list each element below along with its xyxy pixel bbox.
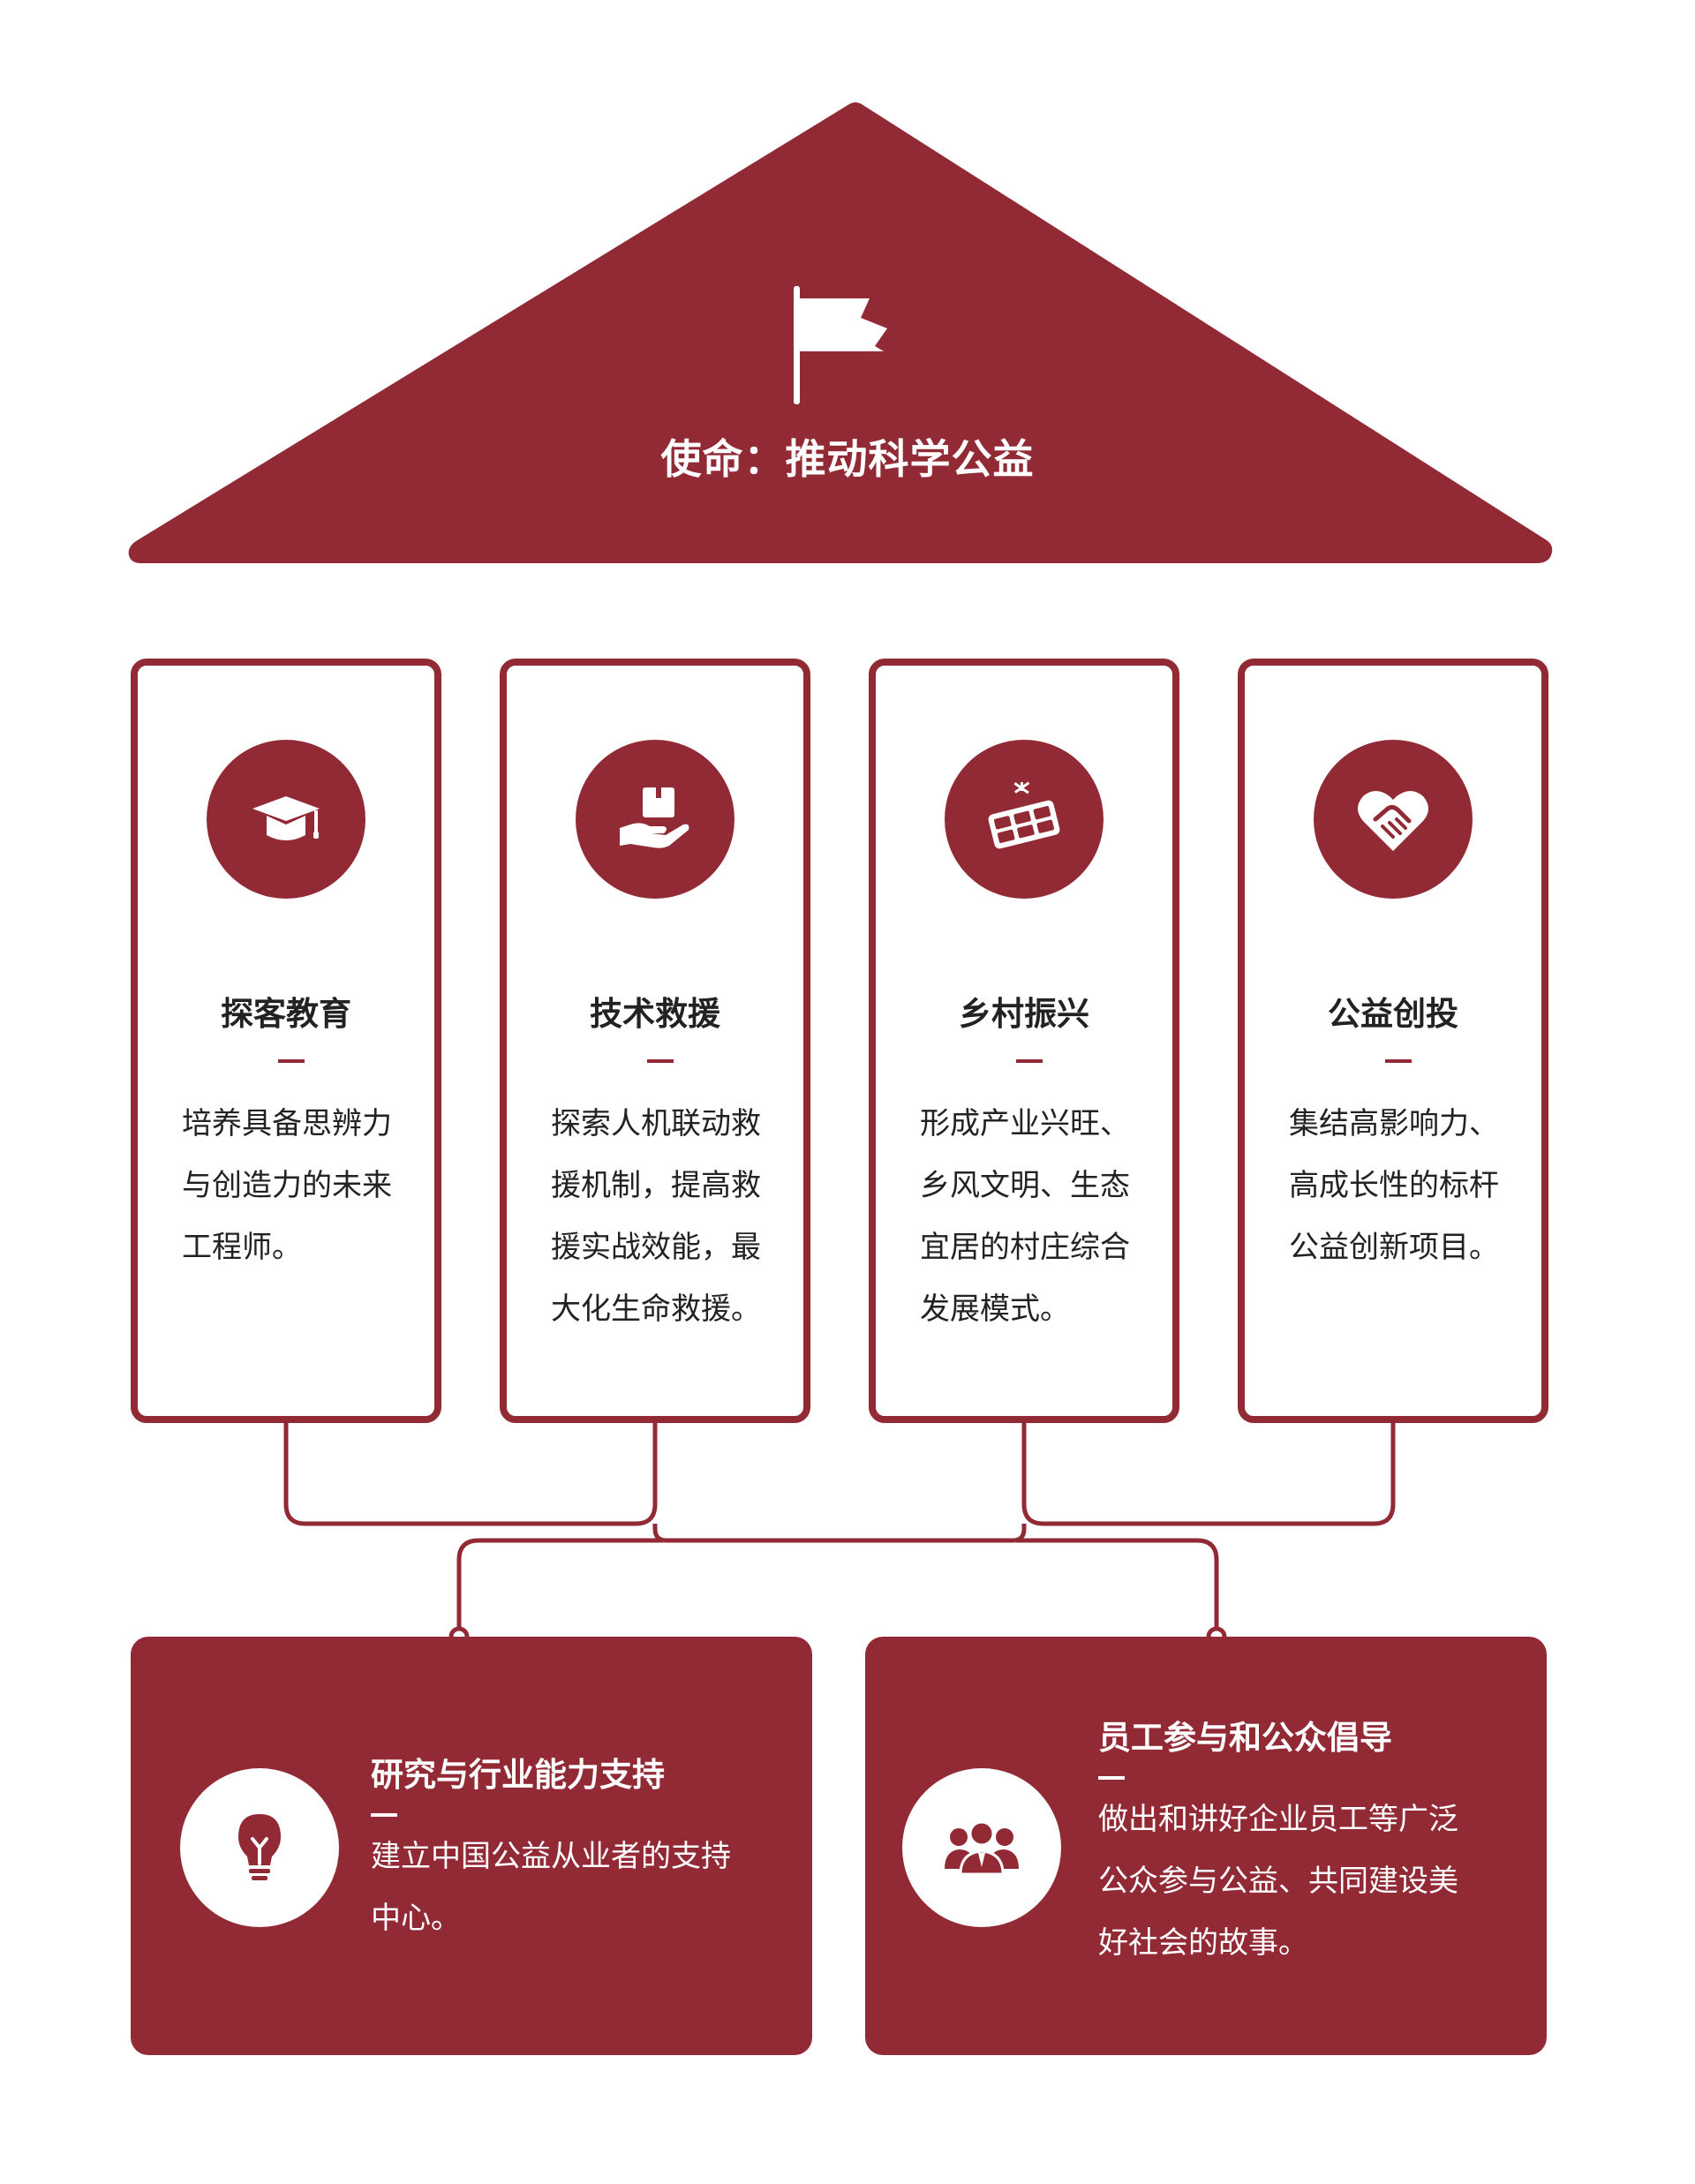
pillar-technical-rescue: 技术救援 探索人机联动救 援机制，提高救 援实战效能，最 大化生命救援。	[500, 659, 810, 1423]
connector-drop-left	[456, 1538, 663, 1637]
title-divider	[1385, 1059, 1412, 1063]
pillar-philanthropy-venture: 公益创投 集结高影响力、 高成长性的标杆 公益创新项目。	[1238, 659, 1548, 1423]
connector-right-pair	[1021, 1423, 1396, 1526]
description-line: 公益创新项目。	[1289, 1230, 1499, 1265]
pillar-title: 公益创投	[1328, 995, 1458, 1033]
foundation-icon-circle	[902, 1768, 1061, 1927]
pillar-rural-revitalization: 乡村振兴 形成产业兴旺、 乡风文明、生态 宜居的村庄综合 发展模式。	[869, 659, 1179, 1423]
title-divider	[278, 1059, 305, 1063]
graduation-cap-icon	[252, 796, 320, 840]
title-divider	[1016, 1059, 1043, 1063]
description-line: 集结高影响力、	[1289, 1106, 1499, 1141]
title-divider	[647, 1059, 674, 1063]
description-line: 宜居的村庄综合	[920, 1230, 1130, 1265]
pillar-tanke-education: 探客教育 培养具备思辨力 与创造力的未来 工程师。	[131, 659, 441, 1423]
connector-drop-right	[1016, 1538, 1219, 1637]
description-line: 发展模式。	[920, 1292, 1070, 1327]
heart-handshake-icon	[1358, 791, 1428, 851]
foundation-title: 研究与行业能力支持	[371, 1756, 665, 1794]
description-line: 大化生命救援。	[551, 1292, 761, 1327]
description-line: 工程师。	[182, 1230, 302, 1265]
title-divider	[371, 1813, 397, 1817]
pillar-icon-circle	[207, 740, 365, 899]
description-line: 形成产业兴旺、	[920, 1106, 1130, 1141]
foundation-icon-circle	[180, 1768, 339, 1927]
flag-icon	[794, 286, 887, 404]
pillar-icon-circle	[1314, 740, 1473, 899]
connector-left-pair	[283, 1423, 658, 1526]
pillar-title: 技术救援	[590, 995, 720, 1033]
connector-lines	[283, 1423, 1396, 1637]
people-group-icon	[945, 1820, 1019, 1876]
description-line: 做出和讲好企业员工等广泛	[1098, 1802, 1458, 1837]
description-line: 乡风文明、生态	[920, 1168, 1130, 1203]
description-line: 公众参与公益、共同建设美	[1098, 1864, 1458, 1899]
pillar-icon-circle	[576, 740, 734, 899]
title-divider	[1098, 1776, 1125, 1780]
foundation-employee-engagement: 员工参与和公众倡导 做出和讲好企业员工等广泛 公众参与公益、共同建设美 好社会的…	[865, 1637, 1547, 2055]
description-line: 高成长性的标杆	[1289, 1168, 1499, 1203]
pillar-description: 培养具备思辨力 与创造力的未来 工程师。	[182, 1093, 407, 1278]
description-line: 探索人机联动救	[551, 1106, 761, 1141]
foundation-title: 员工参与和公众倡导	[1098, 1719, 1392, 1757]
pillar-description: 集结高影响力、 高成长性的标杆 公益创新项目。	[1289, 1093, 1514, 1278]
description-line: 援实战效能，最	[551, 1230, 761, 1265]
pillar-title: 乡村振兴	[959, 995, 1089, 1033]
mission-title: 使命：推动科学公益	[660, 435, 1035, 483]
lightbulb-icon	[238, 1814, 281, 1880]
foundation-description: 做出和讲好企业员工等广泛 公众参与公益、共同建设美 好社会的故事。	[1098, 1789, 1522, 1974]
foundation-description: 建立中国公益从业者的支持 中心。	[371, 1826, 786, 1949]
description-line: 援机制，提高救	[551, 1168, 761, 1203]
description-line: 培养具备思辨力	[182, 1106, 392, 1141]
solar-panel-icon	[988, 781, 1060, 849]
pillar-description: 探索人机联动救 援机制，提高救 援实战效能，最 大化生命救援。	[551, 1093, 776, 1340]
description-line: 好社会的故事。	[1098, 1925, 1308, 1961]
hand-with-box-icon	[620, 787, 689, 848]
pillar-icon-circle	[945, 740, 1104, 899]
pillar-title: 探客教育	[221, 995, 351, 1033]
description-line: 中心。	[371, 1901, 461, 1936]
connector-bridge	[652, 1524, 1027, 1543]
foundation-research-support: 研究与行业能力支持 建立中国公益从业者的支持 中心。	[131, 1637, 812, 2055]
pillar-description: 形成产业兴旺、 乡风文明、生态 宜居的村庄综合 发展模式。	[920, 1093, 1145, 1340]
description-line: 建立中国公益从业者的支持	[371, 1839, 731, 1874]
description-line: 与创造力的未来	[182, 1168, 392, 1203]
